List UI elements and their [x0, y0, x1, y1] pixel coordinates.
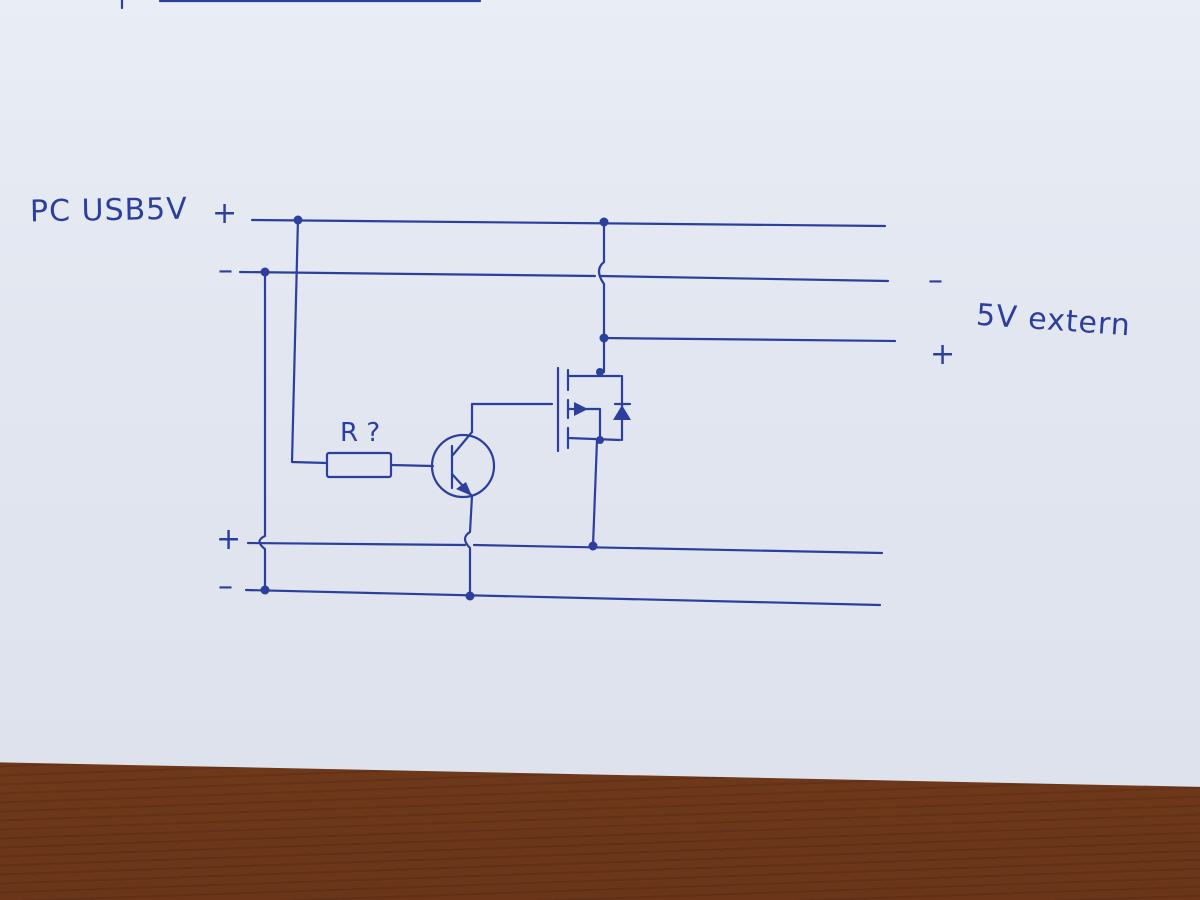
junction-dot [260, 585, 270, 595]
usb-plus-sign: + [212, 196, 238, 231]
resistor-label: R ? [340, 418, 381, 448]
usb-minus-sign: – [218, 253, 233, 288]
lower-plus-rail-right [472, 543, 884, 555]
diode-triangle [613, 405, 631, 420]
junction-dot [599, 217, 609, 227]
usb-minus-rail [238, 270, 597, 278]
ext-plus-rail [600, 336, 897, 343]
resistor [325, 451, 393, 479]
npn-transistor [430, 433, 496, 499]
mosfet-arrow [574, 402, 588, 416]
mosfet-source-stub [566, 436, 622, 442]
left-vertical-wire [258, 269, 267, 592]
paper-sheet [0, 0, 1200, 787]
resistor-base-wire [389, 463, 435, 468]
circuit-sketch [120, 0, 897, 607]
npn-collector-lead [450, 430, 474, 458]
lower-minus-rail [244, 588, 882, 607]
junction-dot [596, 436, 604, 444]
npn-collector-wire [470, 402, 554, 434]
bottom-minus-sign: – [218, 569, 233, 604]
npn-emitter-arrow [456, 482, 472, 496]
mosfet-top-wire [597, 220, 606, 374]
junction-dot [596, 368, 604, 376]
usb-plus-rail [250, 218, 887, 228]
ext-plus-sign: + [930, 337, 956, 372]
ext-minus-sign: – [928, 263, 943, 298]
junction-dot [293, 215, 303, 225]
junction-dot [599, 333, 609, 343]
pc-usb-label: PC USB5V [29, 191, 189, 230]
lower-plus-rail [246, 541, 467, 547]
npn-emitter-wire [463, 494, 474, 598]
mosfet-body-line [566, 407, 602, 442]
resistor-feed-wire [290, 216, 329, 465]
mosfet-bottom-wire [591, 438, 599, 548]
junction-dot [588, 541, 598, 551]
junction-dot [260, 267, 270, 277]
usb-minus-rail-right [599, 274, 890, 283]
junction-dot [465, 591, 475, 601]
bottom-plus-sign: + [216, 522, 242, 557]
